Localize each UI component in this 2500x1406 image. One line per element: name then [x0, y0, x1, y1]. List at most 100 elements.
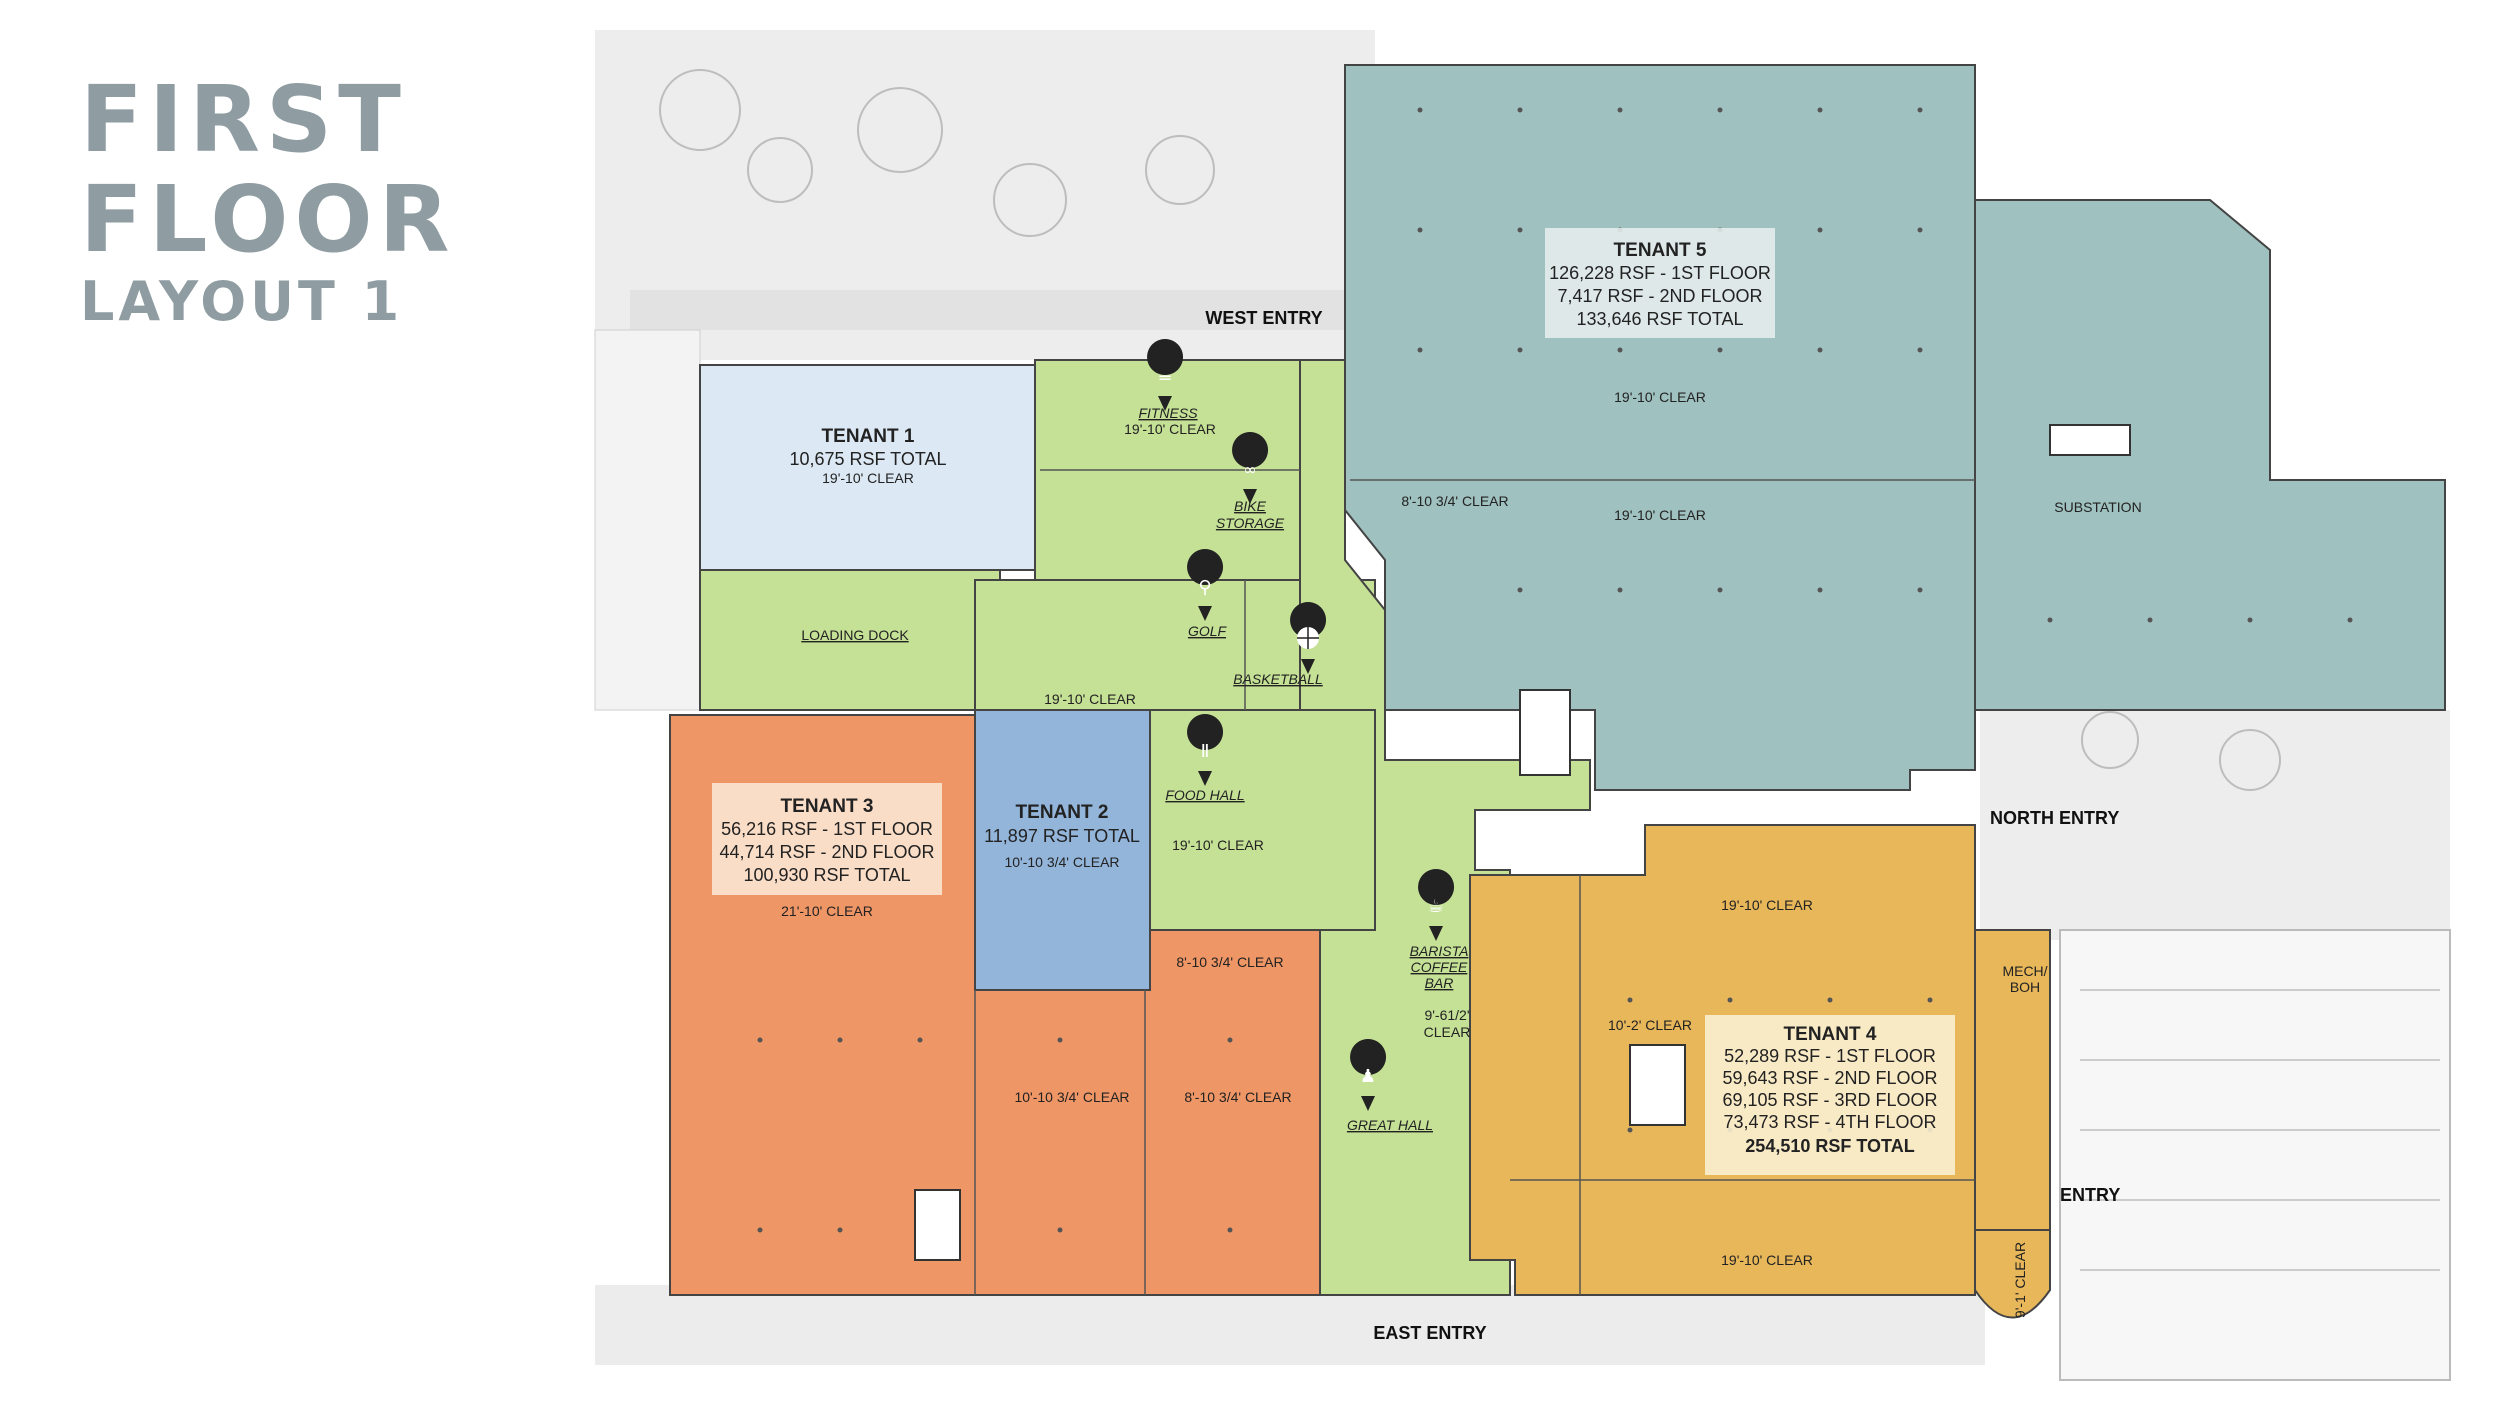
clear-label: 8'-10 3/4' CLEAR [1401, 493, 1508, 509]
great-hall-marker[interactable]: ♟ [1350, 1039, 1387, 1111]
tenant-4-rsf-1: 52,289 RSF - 1ST FLOOR [1724, 1046, 1936, 1066]
clear-label: 8'-10 3/4' CLEAR [1184, 1089, 1291, 1105]
barista-label-2: COFFEE [1411, 959, 1468, 975]
golf-label: GOLF [1188, 623, 1228, 639]
barista-marker[interactable]: ☕ [1418, 869, 1455, 941]
clear-label: 19'-10' CLEAR [1721, 897, 1813, 913]
tenant-3-rsf-2: 44,714 RSF - 2ND FLOOR [719, 842, 934, 862]
site-context [594, 30, 2451, 1381]
clear-label: 19'-10' CLEAR [1044, 691, 1136, 707]
east-entry-label[interactable]: EAST ENTRY [1373, 1323, 1486, 1343]
bike-label-2: STORAGE [1216, 515, 1285, 531]
tenant-3-rsf-total: 100,930 RSF TOTAL [743, 865, 910, 885]
tenant-5-rsf-1: 126,228 RSF - 1ST FLOOR [1549, 263, 1771, 283]
tenant-3-label-box [712, 783, 942, 895]
tree-symbol [2219, 729, 2281, 791]
tenant-2-rsf: 11,897 RSF TOTAL [984, 826, 1140, 846]
tree-symbol [1145, 135, 1215, 205]
clear-label: CLEAR [1424, 1024, 1471, 1040]
clear-label: 9'-61/2' [1424, 1007, 1469, 1023]
great-hall-label: GREAT HALL [1347, 1117, 1433, 1133]
clear-label: 10'-2' CLEAR [1608, 1017, 1692, 1033]
clear-label: 19'-10' CLEAR [1614, 507, 1706, 523]
tree-symbol [659, 69, 741, 151]
basketball-label: BASKETBALL [1233, 671, 1323, 687]
golfer-icon: ⚲ [1198, 577, 1211, 598]
tenant-1-clear: 19'-10' CLEAR [822, 470, 914, 486]
clear-label: 9'-1' CLEAR [2012, 1242, 2028, 1318]
clear-label: 19'-10' CLEAR [1124, 421, 1216, 437]
clear-label: 19'-10' CLEAR [1172, 837, 1264, 853]
tenant-1-name: TENANT 1 [822, 426, 915, 447]
dumbbell-icon: ═ [1159, 368, 1172, 389]
loading-dock-label: LOADING DOCK [801, 627, 909, 643]
tenant-1-rsf: 10,675 RSF TOTAL [789, 449, 946, 469]
tenant-5-label-box [1545, 228, 1775, 338]
fork-knife-icon: Ⅱ [1201, 741, 1210, 762]
tenant-3-clear: 21'-10' CLEAR [781, 903, 873, 919]
coffee-cup-icon: ☕ [1428, 896, 1444, 917]
tenant-5-area[interactable] [1344, 64, 2446, 791]
tree-symbol [857, 87, 943, 173]
tenant-4-name: TENANT 4 [1784, 1024, 1877, 1045]
tenant-5-name: TENANT 5 [1614, 240, 1707, 261]
fitness-label: FITNESS [1138, 405, 1198, 421]
tenant-2-name: TENANT 2 [1016, 802, 1109, 823]
west-parking [594, 329, 701, 711]
title-line-1: FIRST [80, 66, 407, 173]
tenant-4-rsf-3: 69,105 RSF - 3RD FLOOR [1722, 1090, 1937, 1110]
tenant-1-area[interactable] [699, 364, 1036, 571]
stair-core [1519, 689, 1571, 776]
stair-core [914, 1189, 961, 1261]
north-entry-label[interactable]: NORTH ENTRY [1990, 808, 2119, 828]
tenant-4-ramp [1974, 1229, 2051, 1319]
column-grid [757, 107, 2353, 1233]
tenant-2-clear: 10'-10 3/4' CLEAR [1004, 854, 1119, 870]
tenant-4-rsf-2: 59,643 RSF - 2ND FLOOR [1722, 1068, 1937, 1088]
title-block: FIRST FLOOR LAYOUT 1 [80, 70, 455, 334]
title-line-3: LAYOUT 1 [80, 270, 404, 333]
barista-label-1: BARISTA [1410, 943, 1469, 959]
golf-marker[interactable]: ⚲ [1187, 549, 1224, 621]
parking-garage [2059, 929, 2451, 1381]
title-line-2: FLOOR [80, 166, 456, 273]
tree-symbol [993, 163, 1067, 237]
food-hall-label: FOOD HALL [1165, 787, 1244, 803]
substation-label: SUBSTATION [2054, 499, 2141, 515]
bicycle-icon: ∞ [1243, 460, 1256, 479]
mech-label-1: MECH/ [2002, 963, 2047, 979]
tenant-4-label-box [1705, 1015, 1955, 1175]
interior-partitions [974, 469, 1975, 1295]
garage-entry-label[interactable]: ENTRY [2060, 1185, 2120, 1205]
tree-symbol [2081, 711, 2139, 769]
basketball-marker[interactable] [1290, 602, 1327, 674]
tenant-4-rsf-total: 254,510 RSF TOTAL [1745, 1136, 1914, 1156]
north-plaza [1980, 710, 2450, 940]
stair-core [1629, 1044, 1686, 1126]
west-plaza [630, 290, 1370, 330]
stair-cores [914, 424, 2131, 1261]
fitness-marker[interactable]: ═ [1147, 339, 1184, 411]
clear-label: 8'-10 3/4' CLEAR [1176, 954, 1283, 970]
bike-label-1: BIKE [1234, 498, 1267, 514]
stair-core [2049, 424, 2131, 456]
mech-label-2: BOH [2010, 979, 2040, 995]
food-hall-marker[interactable]: Ⅱ [1187, 714, 1224, 786]
tenant-3-name: TENANT 3 [781, 796, 874, 817]
clear-label: 19'-10' CLEAR [1614, 389, 1706, 405]
tenant-3-rsf-1: 56,216 RSF - 1ST FLOOR [721, 819, 933, 839]
tenant-2-area[interactable] [974, 709, 1151, 991]
tenant-4-rsf-4: 73,473 RSF - 4TH FLOOR [1723, 1112, 1936, 1132]
clear-label: 19'-10' CLEAR [1721, 1252, 1813, 1268]
barista-label-3: BAR [1425, 975, 1454, 991]
bike-storage-marker[interactable]: ∞ [1232, 432, 1269, 504]
west-entry-label[interactable]: WEST ENTRY [1205, 308, 1322, 328]
tenant-5-rsf-2: 7,417 RSF - 2ND FLOOR [1557, 286, 1762, 306]
tenant-4-mech-area [1974, 929, 2051, 1271]
people-icon: ♟ [1360, 1066, 1376, 1087]
clear-label: 10'-10 3/4' CLEAR [1014, 1089, 1129, 1105]
tenant-5-rsf-total: 133,646 RSF TOTAL [1576, 309, 1743, 329]
south-sidewalk [595, 1285, 1985, 1365]
tree-symbol [747, 137, 813, 203]
